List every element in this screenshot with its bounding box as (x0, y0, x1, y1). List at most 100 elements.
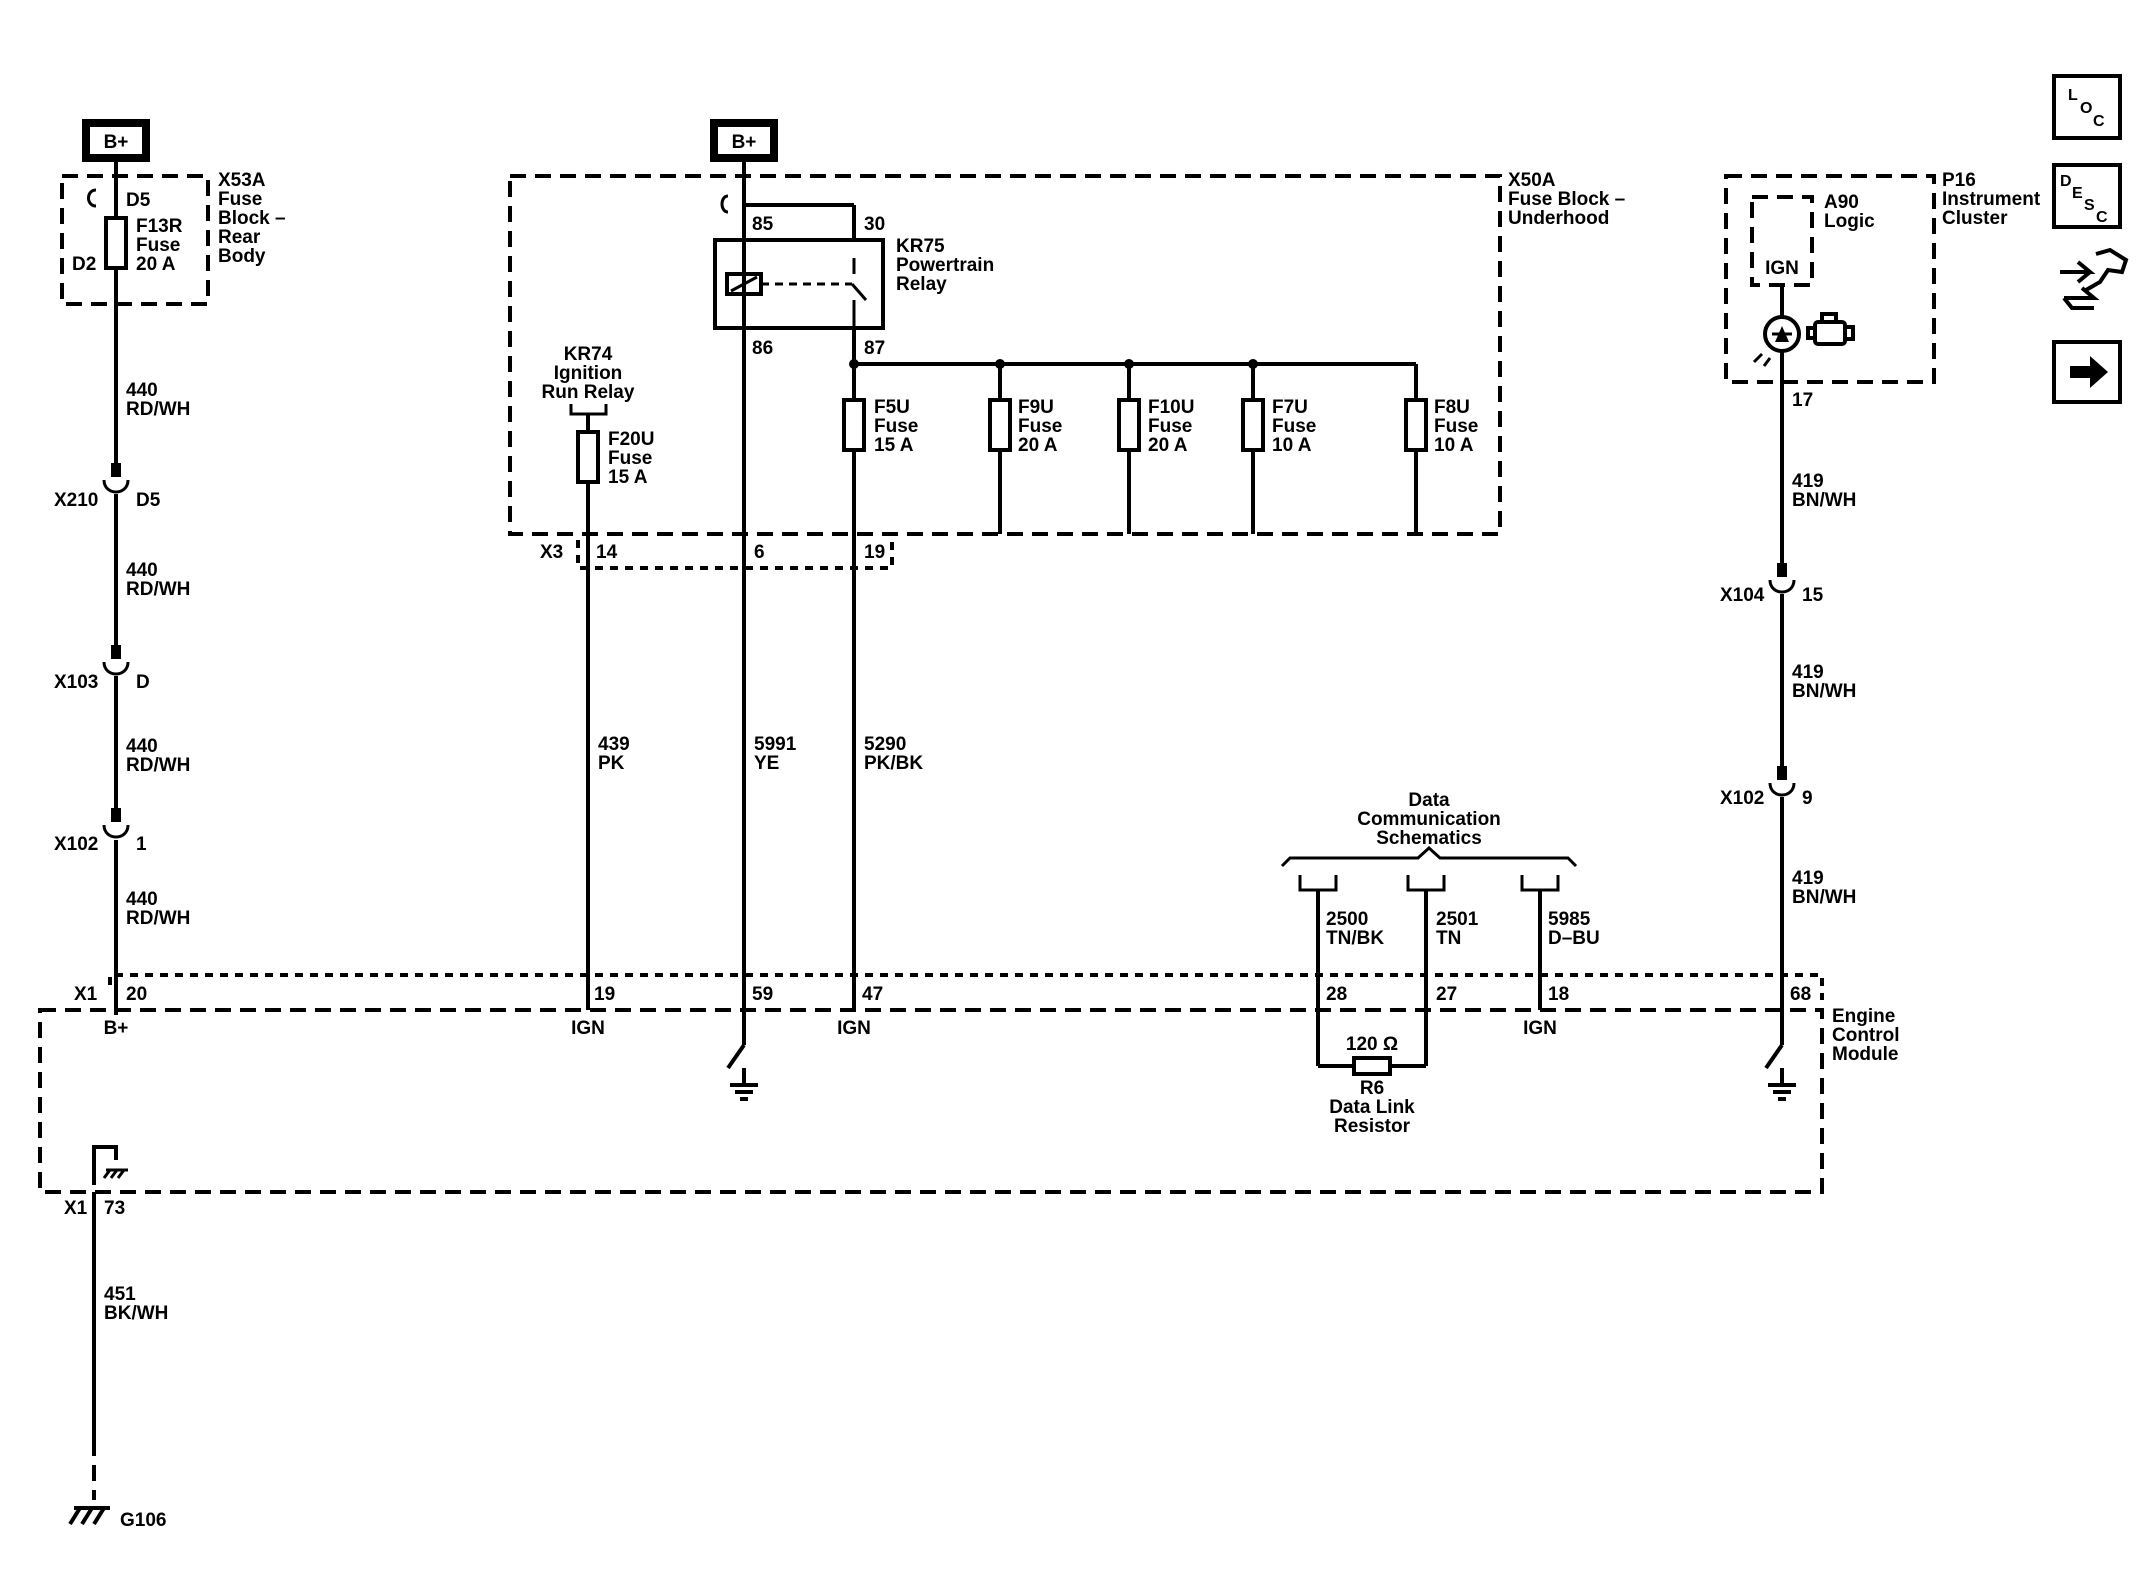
f10u-label-1: F10U (1148, 397, 1194, 418)
x1-ground-label: X1 (64, 1198, 88, 1219)
kr74-label-2: Ignition (554, 363, 623, 384)
x53a-label-4: Rear (218, 227, 261, 248)
x103-pin: D (136, 672, 150, 693)
desc-button[interactable]: D E S C (2052, 163, 2122, 229)
p16-instrument-cluster: P16 Instrument Cluster A90 Logic IGN (1724, 170, 2041, 384)
f13r-label-3: 20 A (136, 254, 176, 275)
desc-letter-e: E (2072, 185, 2083, 202)
f7u-label-1: F7U (1272, 397, 1308, 418)
f8u-fuse (1404, 398, 1428, 452)
wire-439-circuit: 439 (598, 734, 630, 755)
loc-letter-o: O (2080, 100, 2092, 117)
x3-pin-14: 14 (596, 542, 618, 563)
f8u-label-1: F8U (1434, 397, 1470, 418)
x53a-label-1: X53A (218, 170, 266, 191)
wire-440-seg2-circuit: 440 (126, 560, 158, 581)
x102-right-pin: 9 (1802, 788, 1813, 809)
kr74-label-3: Run Relay (542, 382, 635, 403)
x53a-pin-d2: D2 (72, 254, 96, 275)
kr75-label-1: KR75 (896, 236, 945, 257)
kr75-pin-87: 87 (864, 338, 885, 359)
r6-label-1: R6 (1360, 1078, 1384, 1099)
p16-ign-label: IGN (1765, 258, 1799, 279)
engine-control-module: Engine Control Module X1 20 B+ 19 IGN 59… (38, 973, 1900, 1194)
f9u-fuse (988, 398, 1012, 452)
ground-wire-451: X1 73 451 BK/WH G106 (64, 1192, 168, 1531)
x53a-fuse-block: X53A Fuse Block – Rear Body D5 D2 F13R F… (60, 170, 286, 306)
f20u-label-1: F20U (608, 429, 654, 450)
center-wires: 439 PK 5991 YE 5290 PK/BK (586, 176, 923, 1045)
wire-440-seg2-color: RD/WH (126, 579, 190, 600)
desc-letter-s: S (2084, 197, 2095, 214)
connector-service-button[interactable] (2060, 247, 2129, 310)
x3-pin-6: 6 (754, 542, 765, 563)
wire-5985-color: D–BU (1548, 928, 1600, 949)
wire-5991-color: YE (754, 753, 779, 774)
ecm-pin-20: 20 (126, 984, 147, 1005)
x102-left-pin: 1 (136, 834, 147, 855)
f9u-label-1: F9U (1018, 397, 1054, 418)
kr75-pin-86: 86 (752, 338, 773, 359)
wire-451-color: BK/WH (104, 1303, 168, 1324)
x102-left-label: X102 (54, 834, 98, 855)
circuit-419-wire: 17 419 BN/WH X104 15 419 BN/WH X102 9 41… (1720, 382, 1856, 1101)
wire-5991-circuit: 5991 (754, 734, 797, 755)
r6-data-link-resistor: 120 Ω R6 Data Link Resistor (1318, 1034, 1426, 1137)
ecm-x1-connector (108, 973, 1824, 1000)
wire-419-seg3-color: BN/WH (1792, 887, 1856, 908)
ecm-label-2: Control (1832, 1025, 1900, 1046)
x210-connector-symbol (102, 479, 130, 494)
x53a-label-5: Body (218, 246, 266, 267)
loc-button[interactable]: L O C (2052, 74, 2122, 140)
wire-419-seg2-circuit: 419 (1792, 662, 1824, 683)
wire-419-seg2-color: BN/WH (1792, 681, 1856, 702)
wire-2500-color: TN/BK (1326, 928, 1384, 949)
x50a-label-1: X50A (1508, 170, 1556, 191)
ecm-label-1: Engine (1832, 1006, 1895, 1027)
x50a-label-2: Fuse Block – (1508, 189, 1625, 210)
r6-value: 120 Ω (1346, 1034, 1398, 1055)
desc-letter-d: D (2060, 173, 2072, 190)
next-arrow-button[interactable] (2052, 340, 2122, 404)
ecm-pin-19-label: IGN (571, 1018, 605, 1039)
p16-pin-17: 17 (1792, 390, 1813, 411)
ecm-x1-label: X1 (74, 984, 98, 1005)
x3-connector: X3 14 6 19 (540, 540, 894, 570)
wire-5290-color: PK/BK (864, 753, 923, 774)
x103-connector-symbol (102, 661, 130, 676)
wire-440-seg4-color: RD/WH (126, 908, 190, 929)
x103-label: X103 (54, 672, 98, 693)
x50a-fuse-block: X50A Fuse Block – Underhood 85 30 KR75 P… (508, 170, 1625, 536)
f5u-label-3: 15 A (874, 435, 914, 456)
wire-2501-circuit: 2501 (1436, 909, 1479, 930)
wire-419-seg1-circuit: 419 (1792, 471, 1824, 492)
ecm-pin-27: 27 (1436, 984, 1457, 1005)
wire-419-seg1-color: BN/WH (1792, 490, 1856, 511)
ecm-label-3: Module (1832, 1044, 1899, 1065)
desc-letter-c: C (2096, 209, 2108, 226)
f7u-fuse (1241, 398, 1265, 452)
x210-pin: D5 (136, 490, 161, 511)
ecm-pin-28: 28 (1326, 984, 1347, 1005)
loc-letter-c: C (2093, 113, 2105, 130)
x1-ground-pin: 73 (104, 1198, 125, 1219)
right-arrow-icon (2070, 356, 2108, 388)
kr75-label-2: Powertrain (896, 255, 994, 276)
x102-left-connector-symbol (102, 824, 130, 839)
f10u-label-3: 20 A (1148, 435, 1188, 456)
bplus-left-label: B+ (104, 132, 129, 153)
kr75-pin-85: 85 (752, 214, 774, 235)
kr74-ignition-run-relay: KR74 Ignition Run Relay (542, 344, 635, 432)
loc-letter-l: L (2068, 87, 2078, 104)
wire-440-seg1-color: RD/WH (126, 399, 190, 420)
f10u-fuse (1117, 398, 1141, 452)
ecm-pin-68: 68 (1790, 984, 1811, 1005)
x102-right-connector-symbol (1768, 782, 1796, 797)
wire-2501-color: TN (1436, 928, 1461, 949)
wire-440-seg1-circuit: 440 (126, 380, 158, 401)
ecm-pin-47: 47 (862, 984, 883, 1005)
ecm-internal-ground (92, 1145, 118, 1185)
x53a-label-2: Fuse (218, 189, 262, 210)
wire-440-seg4-circuit: 440 (126, 889, 158, 910)
wire-5290-circuit: 5290 (864, 734, 906, 755)
